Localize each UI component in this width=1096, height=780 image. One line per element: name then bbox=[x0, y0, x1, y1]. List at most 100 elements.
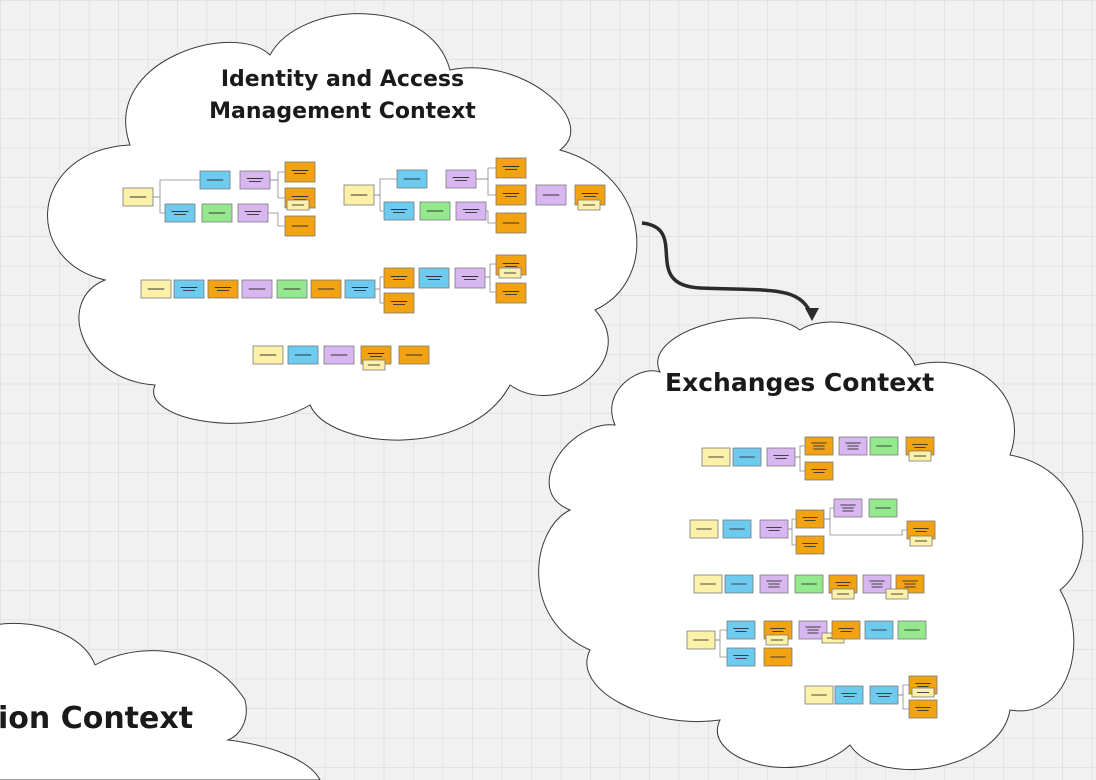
sticky-note[interactable] bbox=[201, 203, 233, 223]
note-link bbox=[715, 639, 727, 658]
sticky-note[interactable] bbox=[759, 574, 789, 594]
sticky-note[interactable] bbox=[798, 620, 828, 640]
sticky-note[interactable] bbox=[455, 201, 487, 221]
cloud-iam[interactable] bbox=[47, 13, 638, 441]
sticky-note[interactable] bbox=[864, 620, 894, 640]
sticky-note[interactable] bbox=[795, 535, 825, 555]
connector-arrow[interactable] bbox=[641, 221, 814, 317]
note-link bbox=[153, 196, 165, 214]
sticky-note[interactable] bbox=[909, 535, 933, 547]
sticky-note[interactable] bbox=[868, 498, 898, 518]
sticky-note[interactable] bbox=[237, 203, 269, 223]
sticky-note[interactable] bbox=[794, 574, 824, 594]
sticky-note[interactable] bbox=[535, 184, 567, 206]
sticky-note[interactable] bbox=[383, 292, 415, 314]
sticky-note[interactable] bbox=[908, 699, 938, 719]
sticky-note[interactable] bbox=[693, 574, 723, 594]
sticky-note[interactable] bbox=[804, 461, 834, 481]
note-link bbox=[374, 194, 384, 212]
sticky-note[interactable] bbox=[287, 345, 319, 365]
sticky-note[interactable] bbox=[732, 447, 762, 467]
iam-title-line-1: Identity and Access bbox=[220, 67, 465, 92]
sticky-note[interactable] bbox=[498, 267, 522, 279]
sticky-note[interactable] bbox=[834, 685, 864, 705]
sticky-notes-layer bbox=[122, 157, 938, 719]
cloud-partial[interactable] bbox=[0, 622, 321, 780]
sticky-note[interactable] bbox=[396, 169, 428, 189]
sticky-note[interactable] bbox=[207, 279, 239, 299]
sticky-note[interactable] bbox=[577, 199, 601, 211]
note-link bbox=[824, 518, 907, 536]
sticky-note[interactable] bbox=[173, 279, 205, 299]
sticky-note[interactable] bbox=[362, 359, 386, 371]
sticky-note[interactable] bbox=[419, 201, 451, 221]
sticky-note[interactable] bbox=[897, 620, 927, 640]
sticky-note[interactable] bbox=[686, 630, 716, 650]
note-link bbox=[268, 212, 285, 227]
sticky-note[interactable] bbox=[763, 647, 793, 667]
sticky-note[interactable] bbox=[862, 574, 892, 594]
sticky-note[interactable] bbox=[869, 685, 899, 705]
sticky-note[interactable] bbox=[869, 436, 899, 456]
sticky-note[interactable] bbox=[418, 267, 450, 289]
note-link bbox=[485, 276, 496, 293]
partial-context-title: ion Context bbox=[0, 701, 194, 736]
note-link bbox=[788, 528, 796, 546]
sticky-note[interactable] bbox=[310, 279, 342, 299]
sticky-note[interactable] bbox=[252, 345, 284, 365]
sticky-note[interactable] bbox=[398, 345, 430, 365]
sticky-note[interactable] bbox=[908, 450, 932, 462]
sticky-note[interactable] bbox=[838, 436, 868, 456]
sticky-note[interactable] bbox=[199, 170, 231, 190]
sticky-note[interactable] bbox=[343, 184, 375, 206]
sticky-note[interactable] bbox=[454, 267, 486, 289]
sticky-note[interactable] bbox=[286, 199, 310, 211]
sticky-note[interactable] bbox=[495, 282, 527, 304]
sticky-note[interactable] bbox=[763, 620, 793, 640]
sticky-note[interactable] bbox=[701, 447, 731, 467]
sticky-note[interactable] bbox=[724, 574, 754, 594]
sticky-note[interactable] bbox=[804, 436, 834, 456]
sticky-note[interactable] bbox=[885, 588, 909, 600]
sticky-note[interactable] bbox=[911, 687, 935, 698]
sticky-note[interactable] bbox=[284, 161, 316, 183]
sticky-note[interactable] bbox=[722, 519, 752, 539]
sticky-note[interactable] bbox=[239, 170, 271, 190]
sticky-note[interactable] bbox=[726, 647, 756, 667]
sticky-note[interactable] bbox=[766, 447, 796, 467]
sticky-note[interactable] bbox=[445, 169, 477, 189]
note-link bbox=[795, 456, 805, 472]
sticky-note[interactable] bbox=[795, 509, 825, 529]
sticky-note[interactable] bbox=[689, 519, 719, 539]
sticky-note[interactable] bbox=[726, 620, 756, 640]
iam-title-line-2: Management Context bbox=[209, 99, 476, 124]
sticky-note[interactable] bbox=[833, 498, 863, 518]
sticky-note[interactable] bbox=[164, 203, 196, 223]
sticky-note[interactable] bbox=[495, 212, 527, 234]
sticky-note[interactable] bbox=[804, 685, 834, 705]
note-link bbox=[270, 179, 285, 199]
sticky-note[interactable] bbox=[383, 201, 415, 221]
sticky-note[interactable] bbox=[765, 634, 789, 646]
sticky-note[interactable] bbox=[276, 279, 308, 299]
sticky-note[interactable] bbox=[344, 279, 376, 299]
sticky-note[interactable] bbox=[895, 574, 925, 594]
sticky-note[interactable] bbox=[122, 187, 154, 207]
sticky-note[interactable] bbox=[831, 588, 855, 600]
note-link bbox=[486, 210, 496, 224]
exchanges-context-title: Exchanges Context bbox=[665, 368, 935, 397]
note-link bbox=[476, 178, 496, 196]
sticky-note[interactable] bbox=[323, 345, 355, 365]
sticky-note[interactable] bbox=[495, 157, 527, 179]
arrowhead-icon bbox=[805, 308, 819, 321]
sticky-note[interactable] bbox=[284, 215, 316, 237]
sticky-note[interactable] bbox=[759, 519, 789, 539]
sticky-note[interactable] bbox=[383, 267, 415, 289]
sticky-note[interactable] bbox=[140, 279, 172, 299]
sticky-note[interactable] bbox=[495, 184, 527, 206]
sticky-note[interactable] bbox=[831, 620, 861, 640]
sticky-note[interactable] bbox=[905, 436, 935, 456]
sticky-note[interactable] bbox=[241, 279, 273, 299]
note-link bbox=[375, 288, 384, 304]
